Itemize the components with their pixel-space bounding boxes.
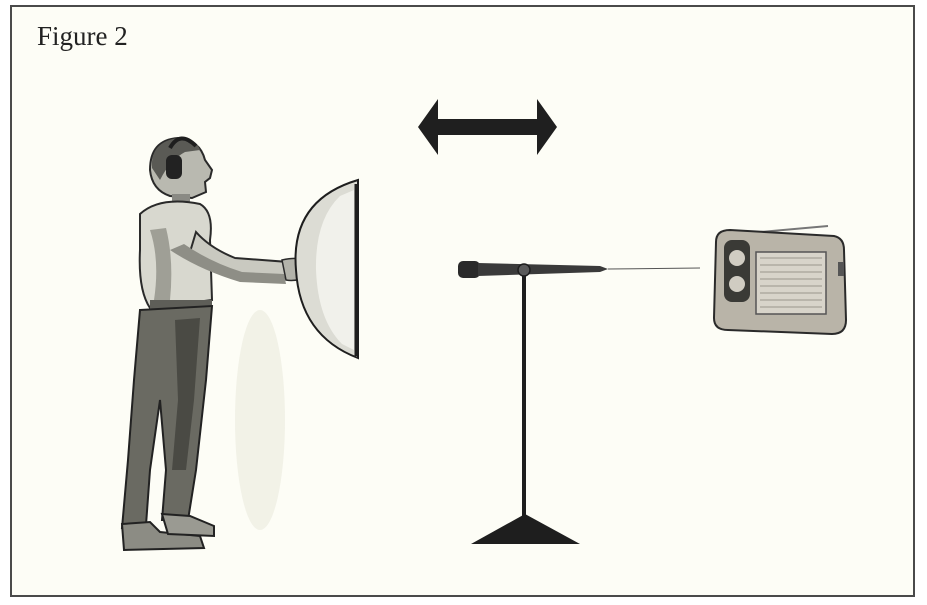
microphone-stand — [458, 261, 701, 544]
figure-title: Figure 2 — [37, 21, 128, 51]
reflector-dish — [294, 178, 359, 360]
radio-icon — [712, 225, 848, 336]
person-figure — [120, 136, 313, 552]
double-arrow-icon — [418, 99, 557, 155]
